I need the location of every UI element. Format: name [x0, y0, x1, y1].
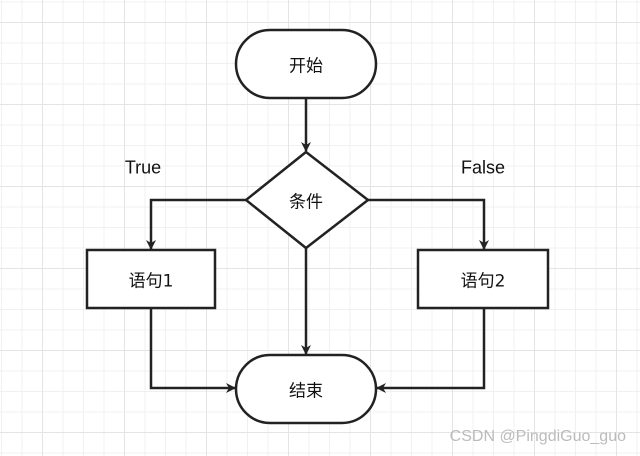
false-branch-label: False [460, 157, 506, 178]
statement1-label: 语句1 [128, 271, 174, 292]
start-label: 开始 [289, 56, 323, 77]
end-label: 结束 [289, 381, 323, 402]
arrow-statement1-to-end [149, 308, 236, 393]
arrow-false-branch [368, 198, 489, 250]
condition-label: 条件 [289, 192, 323, 213]
arrow-statement2-to-end [376, 308, 486, 393]
watermark: CSDN @PingdiGuo_guo [449, 428, 626, 445]
true-branch-label: True [124, 157, 162, 178]
arrow-true-branch [146, 198, 246, 250]
statement2-label: 语句2 [460, 271, 506, 292]
statement1-node [85, 248, 217, 310]
